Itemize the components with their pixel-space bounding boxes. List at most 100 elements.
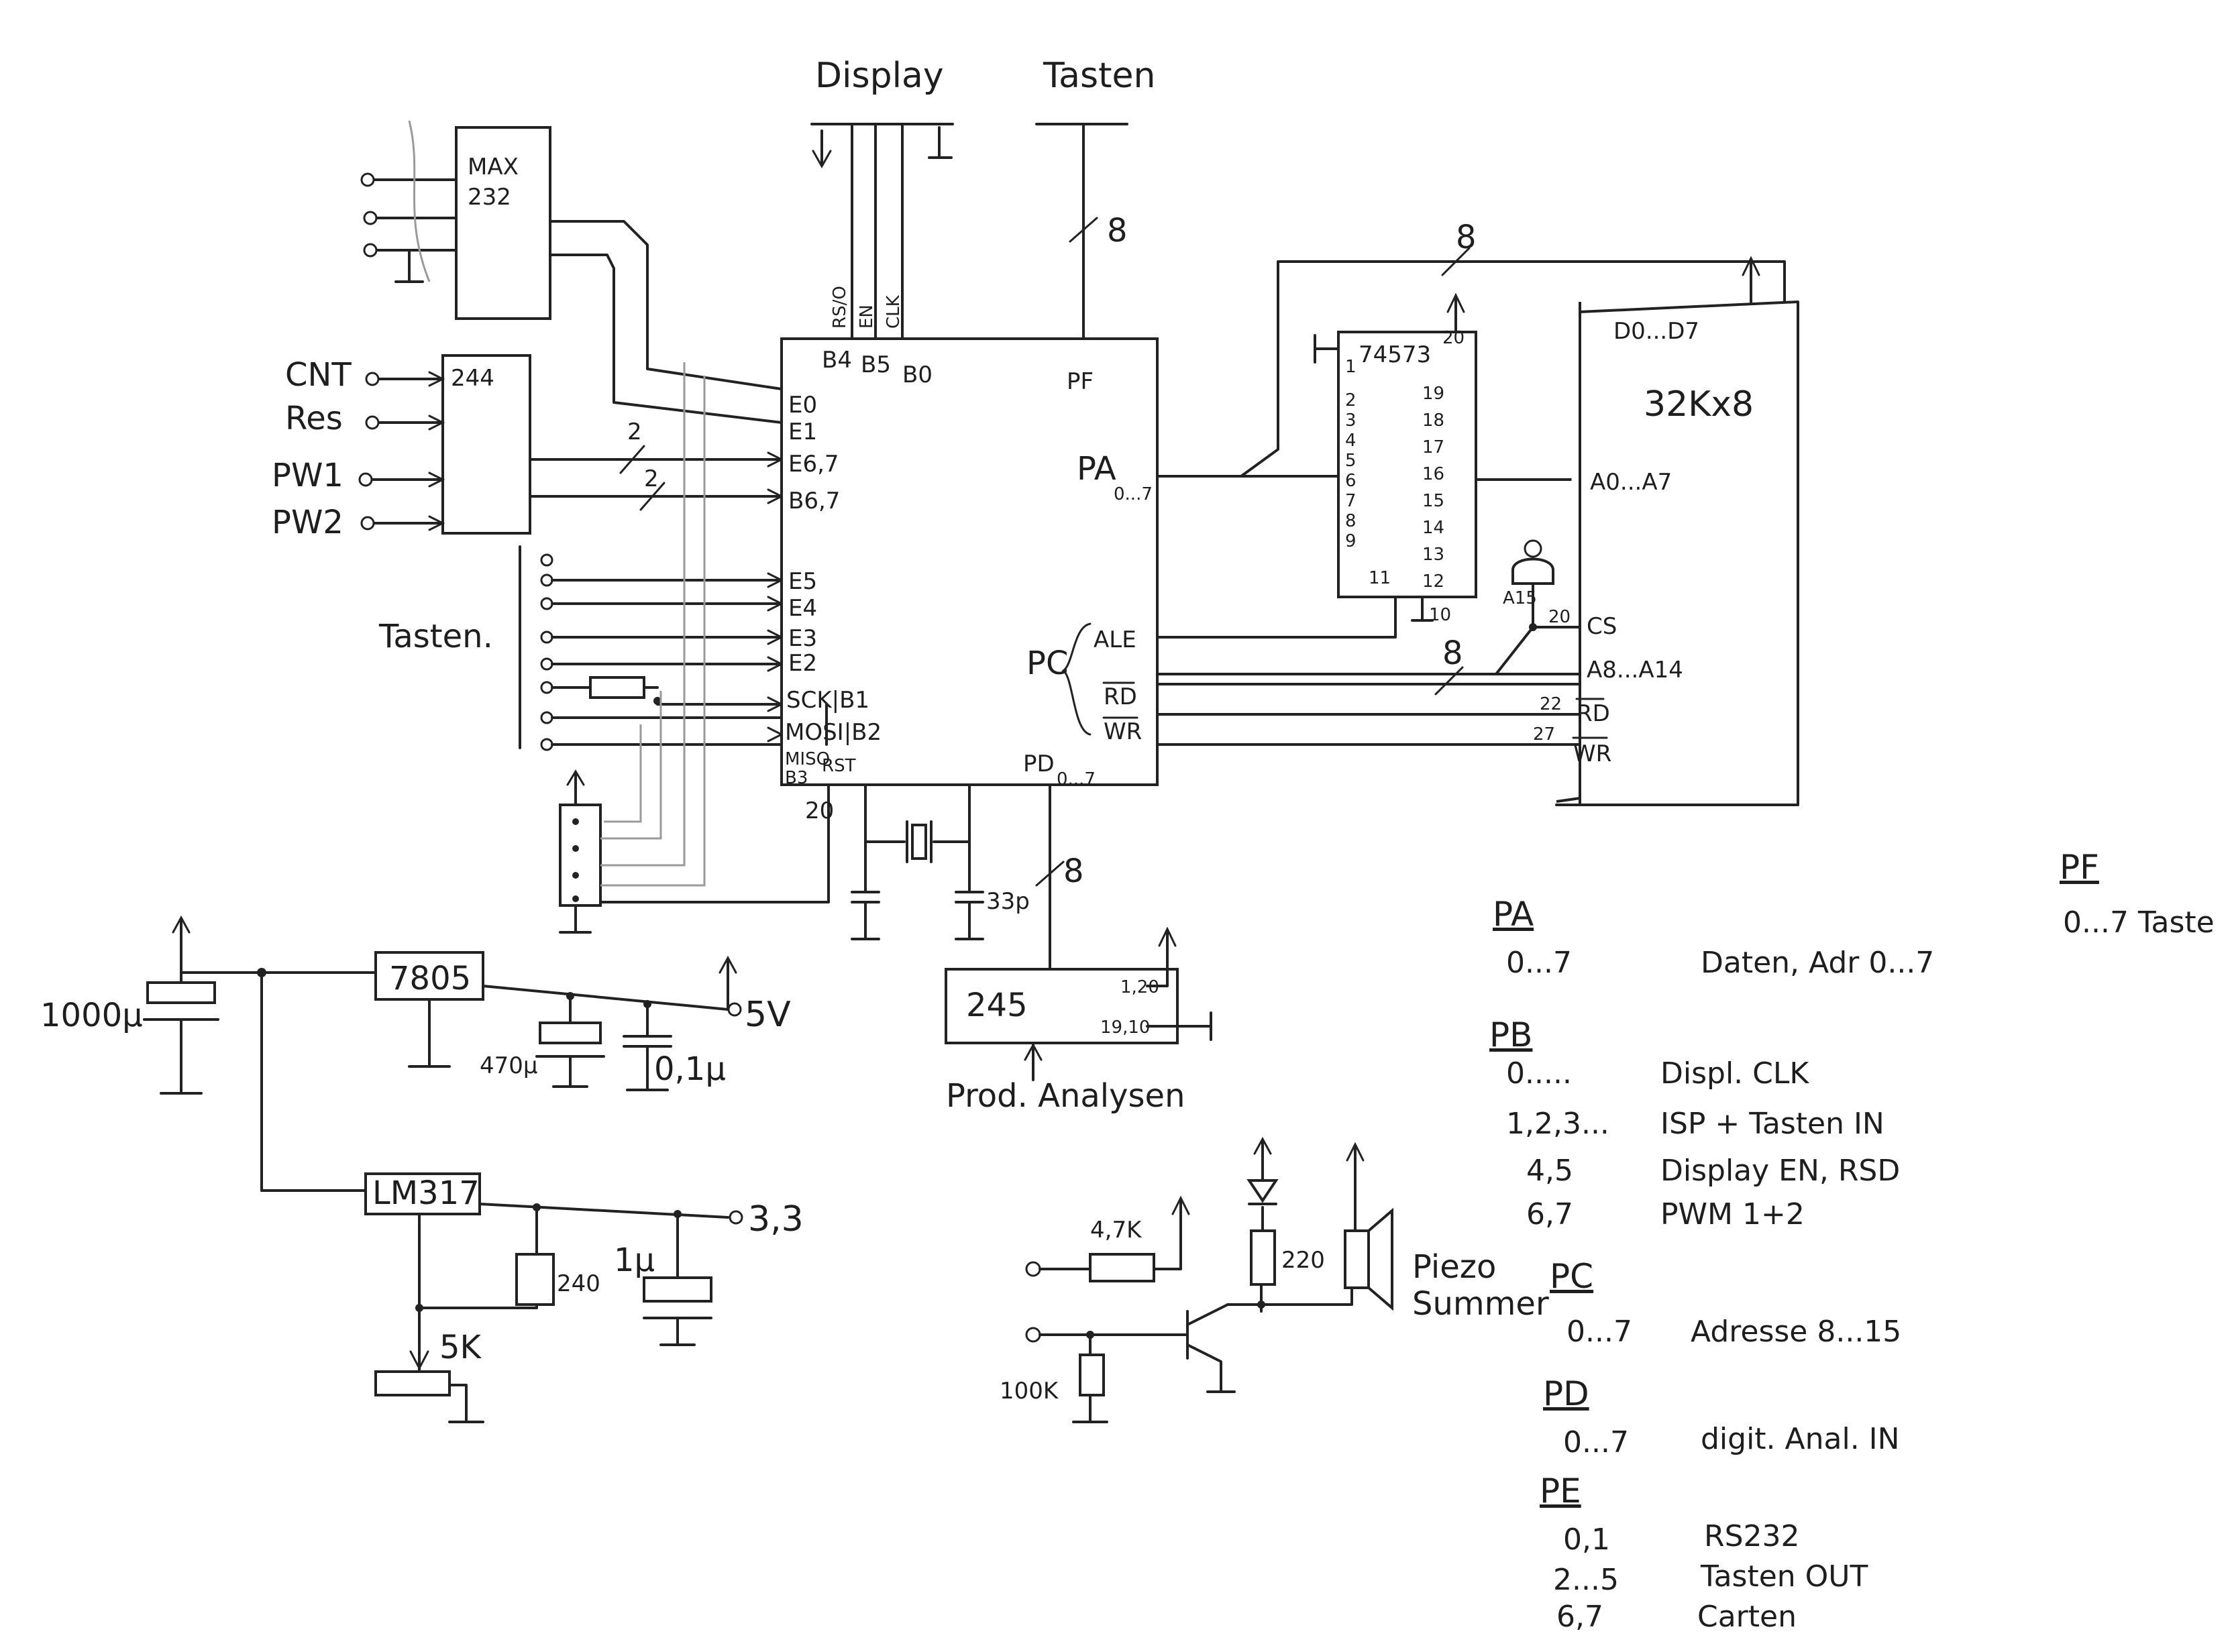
ram-chip-outline (1555, 256, 1799, 806)
latch-pin10: 10 (1429, 605, 1451, 625)
address-bus-width: 8 (1442, 635, 1463, 672)
latch-bus-width: 8 (1456, 219, 1477, 256)
latch-left-pin: 4 (1345, 431, 1357, 451)
ic245-pin-b: 19,10 (1100, 1017, 1150, 1038)
uart-lines (549, 220, 783, 424)
ic245-chip (945, 968, 1179, 1044)
tasten-heading: Tasten (1043, 56, 1155, 96)
latch-left-pin: 7 (1345, 491, 1357, 511)
legend-pe-value-1: RS232 (1704, 1519, 1799, 1553)
mcu-b0-label: B0 (902, 362, 933, 388)
latch-right-pin: 15 (1422, 491, 1444, 511)
display-bus (810, 123, 954, 340)
display-en-label: EN (857, 305, 877, 329)
bus-b67-width: 2 (644, 465, 659, 492)
legend-pa-value: Daten, Adr 0...7 (1701, 946, 1934, 980)
ram-rd-label: RD (1577, 700, 1610, 727)
regulator-lm317 (364, 1172, 743, 1423)
latch-right-pins: 19 18 17 16 15 14 13 12 (1422, 384, 1444, 592)
ic245-wiring (1024, 926, 1212, 1081)
bus-e67-width: 2 (627, 419, 642, 445)
legend-pc-heading: PC (1550, 1257, 1593, 1296)
tasten-connector-label: Tasten. (378, 618, 493, 655)
ic244-chip (441, 354, 531, 535)
latch-right-pin: 18 (1422, 410, 1444, 431)
mcu-b3-label: B3 (785, 768, 808, 788)
legend-pb-key-2: 1,2,3... (1506, 1107, 1609, 1141)
mcu-rst-label: RST (822, 756, 856, 776)
mcu-pd-sub: 0...7 (1057, 769, 1096, 789)
r220-label: 220 (1281, 1247, 1325, 1274)
tasten-bus-width: 8 (1107, 212, 1128, 250)
cnt-label: CNT (285, 356, 352, 394)
latch-left-pin: 5 (1345, 451, 1357, 471)
mcu-e0-label: E0 (788, 392, 817, 419)
ram-label: 32Kx8 (1644, 384, 1754, 425)
input-capacitor (143, 915, 377, 1192)
legend-pb-key-1: 0..... (1506, 1056, 1572, 1091)
mcu-b5-label: B5 (861, 351, 891, 378)
latch-left-pin: 2 (1345, 390, 1357, 410)
mcu-e5-label: E5 (788, 568, 817, 595)
regulator-7805 (374, 951, 742, 1091)
a15-gate (1495, 539, 1581, 675)
mcu-20-label: 20 (805, 797, 834, 824)
legend-pa-key: 0...7 (1506, 946, 1572, 980)
tasten-connector-lines (540, 553, 784, 751)
ic244-inputs (358, 371, 445, 531)
mcu-e2-label: E2 (788, 650, 817, 677)
prod-analysen-label: Prod. Analysen (946, 1077, 1185, 1115)
microcontroller-chip (780, 337, 1159, 786)
regulator-lm317-label: LM317 (372, 1174, 480, 1212)
max232-chip (455, 126, 551, 320)
rail-5v-label: 5V (745, 995, 791, 1035)
latch-left-pin: 3 (1345, 410, 1357, 431)
mcu-pa-sub: 0...7 (1114, 484, 1153, 504)
mcu-e3-label: E3 (788, 625, 817, 652)
ram-addr-high-label: A8...A14 (1587, 657, 1683, 683)
legend-pb-heading: PB (1489, 1015, 1532, 1054)
ram-cs-label: CS (1587, 613, 1617, 640)
r47k-label: 4,7K (1090, 1217, 1142, 1244)
legend-pd-heading: PD (1543, 1374, 1589, 1413)
latch-pin20: 20 (1442, 328, 1465, 348)
legend-pe-heading: PE (1540, 1472, 1581, 1510)
legend-pb-key-4: 6,7 (1526, 1197, 1573, 1231)
cap-470-label: 470µ (480, 1052, 538, 1079)
latch-74573-chip (1337, 331, 1477, 598)
display-rs-label: RS/O (830, 286, 850, 329)
cap-1u-label: 1µ (614, 1242, 655, 1279)
legend-pb-value-4: PWM 1+2 (1660, 1197, 1805, 1231)
pot-5k-label: 5K (439, 1329, 482, 1366)
mcu-pc-label: PC (1026, 645, 1068, 682)
rail-33-label: 3,3 (748, 1199, 804, 1240)
legend-pf-heading: PF (2060, 848, 2099, 887)
buzzer-driver (1025, 1136, 1393, 1423)
legend-pe-key-3: 6,7 (1556, 1600, 1603, 1634)
serial-connector (360, 120, 458, 283)
data-bus (1156, 247, 1786, 478)
pw2-label: PW2 (272, 504, 343, 541)
ic245-label: 245 (966, 987, 1028, 1024)
mcu-e4-label: E4 (788, 595, 817, 622)
latch-left-pins: 2 3 4 5 6 7 8 9 (1345, 390, 1357, 551)
ic244-outputs (529, 445, 784, 511)
piezo-label: Piezo (1412, 1248, 1496, 1286)
legend-pd-key: 0...7 (1563, 1425, 1629, 1460)
legend-pe-key-1: 0,1 (1563, 1523, 1610, 1557)
display-clk-label: CLK (884, 294, 904, 329)
mcu-b4-label: B4 (822, 347, 852, 374)
max232-label: MAX (468, 154, 519, 180)
crystal-cap-label: 33p (986, 888, 1030, 915)
cap-01-label: 0,1µ (654, 1050, 726, 1088)
ram-pin22: 22 (1540, 694, 1562, 714)
latch-left-pin: 8 (1345, 511, 1357, 531)
mcu-pf-label: PF (1067, 368, 1094, 395)
ram-addr-low-label: A0...A7 (1590, 469, 1672, 496)
ram-a15-label: A15 (1503, 588, 1537, 608)
latch-pin-oe (1314, 292, 1465, 364)
mcu-mosi-label: MOSI|B2 (785, 719, 882, 746)
latch-right-pin: 14 (1422, 518, 1444, 538)
summer-label: Summer (1412, 1285, 1549, 1323)
legend-pb-value-1: Displ. CLK (1660, 1056, 1809, 1091)
